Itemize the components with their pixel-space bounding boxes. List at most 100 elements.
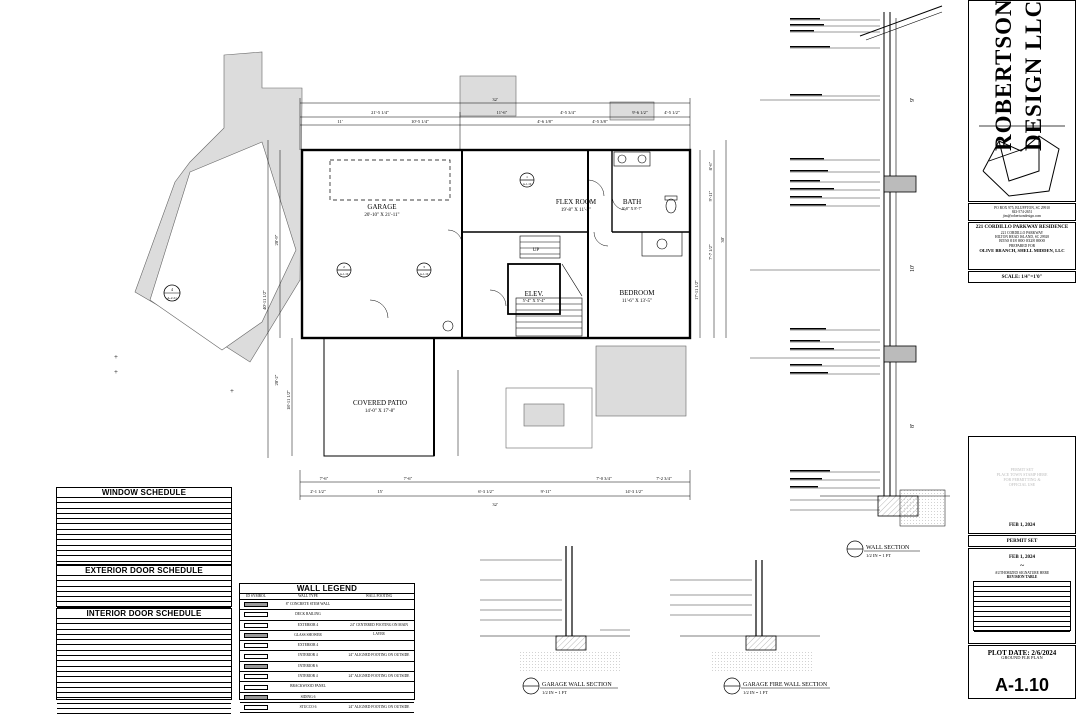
wall-footing bbox=[344, 600, 414, 609]
wall-legend-row: STUCCO 6 24" ALIGNED FOOTING ON OUTSIDE bbox=[240, 703, 414, 714]
svg-text:DESIGN LLC: DESIGN LLC bbox=[1021, 1, 1046, 151]
garage-fire-wall-section-tag bbox=[723, 677, 741, 695]
wall-legend-row: GLASS SHOWER bbox=[240, 631, 414, 642]
svg-text:A-2.21: A-2.21 bbox=[167, 296, 177, 300]
room-labels: GARAGE 20'-10" X 21'-11" FLEX ROOM 19'-8… bbox=[353, 198, 655, 414]
svg-text:4'-6 1/8": 4'-6 1/8" bbox=[537, 119, 553, 124]
svg-text:17'-11 1/2": 17'-11 1/2" bbox=[694, 280, 699, 300]
wall-footing bbox=[344, 682, 414, 691]
stamp-date: FEB 1, 2024 bbox=[1009, 523, 1035, 528]
svg-text:18'-11 1/2": 18'-11 1/2" bbox=[286, 390, 291, 410]
svg-text:ROBERTSON: ROBERTSON bbox=[991, 1, 1016, 151]
svg-text:+: + bbox=[230, 387, 234, 395]
covered-patio-label: COVERED PATIO bbox=[353, 399, 407, 407]
wall-symbol-icon bbox=[240, 682, 272, 691]
wall-footing: 24" ALIGNED FOOTING ON OUTSIDE bbox=[348, 704, 410, 709]
garage-size: 20'-10" X 21'-11" bbox=[364, 213, 399, 218]
project-name: 221 CORDILLO PARKWAY RESIDENCE bbox=[975, 225, 1069, 230]
wall-footing: 24" ALIGNED FOOTING ON OUTSIDE bbox=[348, 674, 410, 679]
svg-text:40'-11 1/2": 40'-11 1/2" bbox=[262, 290, 267, 310]
elev-label: ELEV. bbox=[525, 290, 544, 298]
client-name: OLIVE BRANCH, SHELL MIDDEN, LLC bbox=[979, 247, 1065, 253]
firm-email: jim@robertsondesign.com bbox=[1002, 214, 1042, 219]
window-schedule-title: WINDOW SCHEDULE bbox=[57, 488, 231, 498]
permit-set-box: PERMIT SET bbox=[968, 535, 1076, 547]
wall-legend-row: SIDING 6 bbox=[240, 693, 414, 703]
wall-symbol-icon bbox=[240, 621, 272, 630]
sheet-title: GROUND FLR PLAN bbox=[1001, 655, 1043, 660]
revision-table bbox=[973, 581, 1071, 633]
drawing-canvas: 4 A-2.21 + + + bbox=[114, 5, 950, 695]
wall-footing: 24" ALIGNED FOOTING ON OUTSIDE bbox=[348, 653, 410, 658]
project-address-2: HILTON HEAD ISLAND, SC 29928 bbox=[994, 235, 1049, 240]
firm-logo: ROBERTSON DESIGN LLC bbox=[979, 1, 1065, 197]
wall-legend: WALL LEGEND ID SYMBOL WALL TYPE WALL FOO… bbox=[239, 583, 415, 714]
bedroom-label: BEDROOM bbox=[619, 289, 655, 297]
wall-legend-row: 8" CONCRETE STEM WALL bbox=[240, 600, 414, 611]
svg-text:GARAGE FIRE WALL SECTION: GARAGE FIRE WALL SECTION bbox=[743, 682, 828, 688]
exterior-door-schedule-title: EXTERIOR DOOR SCHEDULE bbox=[57, 566, 231, 576]
wall-symbol-icon bbox=[240, 693, 272, 702]
wall-section-tag bbox=[846, 540, 864, 558]
svg-text:32': 32' bbox=[492, 502, 498, 507]
svg-text:32': 32' bbox=[492, 97, 498, 102]
svg-text:2'-1 1/2": 2'-1 1/2" bbox=[310, 489, 326, 494]
firm-address: PO BOX 975, BLUFFTON, SC 29910 bbox=[994, 206, 1050, 210]
svg-text:6'-3 1/2": 6'-3 1/2" bbox=[478, 489, 494, 494]
svg-text:1: 1 bbox=[526, 175, 528, 179]
wall-symbol-icon bbox=[240, 600, 272, 609]
wall-type: BRACKWOOD PANEL bbox=[290, 684, 326, 689]
revision-table-title: REVISION TABLE bbox=[1006, 575, 1038, 580]
prepared-for: PREPARED FOR bbox=[1009, 243, 1035, 248]
stamp-placeholder: PERMIT SET PLACE TOWN STAMP HERE FOR PER… bbox=[996, 467, 1048, 487]
project-tms: R550 018 000 0328 0000 bbox=[999, 238, 1045, 244]
svg-text:4'-5 3/4": 4'-5 3/4" bbox=[560, 110, 576, 115]
svg-text:7'-2 3/4": 7'-2 3/4" bbox=[656, 476, 672, 481]
wall-legend-row: INTERIOR 6 bbox=[240, 662, 414, 673]
wall-footing bbox=[344, 641, 414, 650]
main-wall-section-drawing bbox=[820, 5, 950, 527]
wall-footing bbox=[344, 662, 414, 671]
wall-legend-row: DECK RAILING bbox=[240, 610, 414, 621]
svg-text:+: + bbox=[114, 353, 118, 361]
svg-text:20'-9": 20'-9" bbox=[274, 234, 279, 245]
svg-text:15': 15' bbox=[377, 489, 383, 494]
wall-type: EXTERIOR 4 bbox=[297, 622, 319, 627]
dimensions-top bbox=[299, 98, 691, 150]
permit-stamp-box: PERMIT SET PLACE TOWN STAMP HERE FOR PER… bbox=[968, 436, 1076, 534]
svg-text:30': 30' bbox=[720, 237, 725, 243]
dimension-labels-vertical: 20'-9" 40'-11 1/2" 18'-11 1/2" 20'-2" 8'… bbox=[262, 162, 725, 410]
svg-text:8'-6": 8'-6" bbox=[708, 162, 713, 171]
garage-fire-wall-section-title: GARAGE FIRE WALL SECTION 1/2 IN = 1 FT bbox=[741, 682, 830, 695]
svg-text:7'-6": 7'-6" bbox=[320, 476, 329, 481]
scale-label: SCALE: 1/4"=1'0" bbox=[1001, 275, 1043, 280]
svg-text:7'-7 1/2": 7'-7 1/2" bbox=[708, 244, 713, 260]
wall-footing: 24" CENTERED FOOTING ON MAIN LAYER bbox=[350, 622, 408, 636]
sheet-number: A-1.10 bbox=[994, 675, 1050, 695]
exterior-door-schedule: EXTERIOR DOOR SCHEDULE bbox=[56, 565, 232, 608]
svg-text:21'-5 1/4": 21'-5 1/4" bbox=[371, 110, 389, 115]
revision-box: FEB 1, 2024 ~ AUTHORIZED SIGNATURE HERE … bbox=[968, 548, 1076, 644]
site-tag-4: 4 A-2.21 bbox=[163, 284, 181, 302]
dimensions-frame bbox=[267, 140, 727, 500]
wall-symbol-icon bbox=[240, 662, 272, 671]
wall-symbol-icon bbox=[240, 641, 272, 650]
sign-date: FEB 1, 2024 bbox=[1009, 555, 1035, 560]
svg-text:20'-2": 20'-2" bbox=[274, 374, 279, 385]
note-text-marks bbox=[790, 18, 834, 488]
svg-text:A-1.10: A-1.10 bbox=[420, 272, 429, 276]
svg-text:10'-5 1/4": 10'-5 1/4" bbox=[411, 119, 429, 124]
wall-footing bbox=[344, 693, 414, 702]
wall-legend-table: ID SYMBOL WALL TYPE WALL FOOTING 8" CONC… bbox=[240, 594, 414, 714]
garage-wall-section-title: GARAGE WALL SECTION 1/2 IN = 1 FT bbox=[540, 682, 618, 695]
interior-door-schedule-title: INTERIOR DOOR SCHEDULE bbox=[57, 609, 231, 619]
wall-type: GLASS SHOWER bbox=[294, 632, 322, 637]
svg-text:1/2 IN = 1 FT: 1/2 IN = 1 FT bbox=[866, 553, 891, 558]
wall-type: INTERIOR 4 bbox=[298, 653, 318, 658]
wall-type: DECK RAILING bbox=[295, 612, 321, 617]
svg-text:A-1.10: A-1.10 bbox=[340, 272, 349, 276]
legend-col-type: WALL TYPE bbox=[298, 594, 318, 598]
wall-type: STUCCO 6 bbox=[299, 704, 317, 709]
bath-label: BATH bbox=[623, 198, 641, 206]
